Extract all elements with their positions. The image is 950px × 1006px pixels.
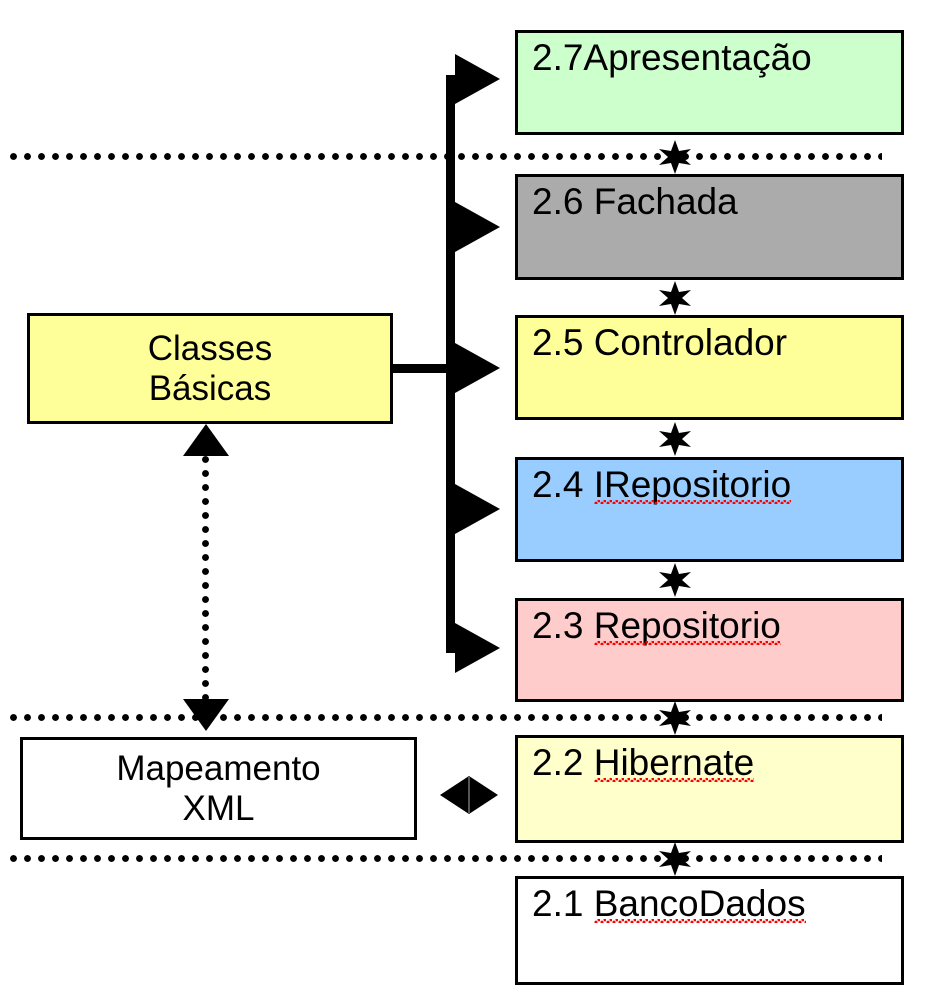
star-joint-irepositorio-repositorio [658, 563, 692, 597]
node-classes-basicas[interactable]: Classes Básicas [27, 313, 393, 424]
arrowhead-repositorio [455, 623, 500, 673]
node-irepositorio-word: IRepositorio [593, 464, 792, 505]
node-repositorio-prefix: 2.3 [532, 605, 594, 646]
node-hibernate[interactable]: 2.2 Hibernate [515, 735, 904, 843]
node-fachada-label: 2.6 Fachada [532, 181, 738, 222]
node-bancodados[interactable]: 2.1 BancoDados [515, 876, 904, 985]
node-apresentacao-label: 2.7Apresentação [532, 37, 812, 78]
arrowhead-controlador [455, 343, 500, 393]
node-classes-basicas-label: Classes Básicas [147, 329, 273, 408]
star-joint-repositorio-hibernate [658, 701, 692, 735]
node-controlador[interactable]: 2.5 Controlador [515, 315, 904, 420]
node-irepositorio-label: 2.4 IRepositorio [532, 464, 792, 505]
node-mapeamento-xml[interactable]: Mapeamento XML [20, 737, 417, 840]
node-hibernate-label: 2.2 Hibernate [532, 742, 755, 783]
node-irepositorio[interactable]: 2.4 IRepositorio [515, 457, 904, 562]
arrowhead-up-classes-basicas [183, 424, 229, 456]
arrowhead-apresentacao [455, 54, 500, 104]
node-hibernate-word: Hibernate [593, 742, 755, 783]
composition-diamond-icon [440, 776, 498, 814]
star-joint-hibernate-bancodados [658, 842, 692, 876]
node-apresentacao[interactable]: 2.7Apresentação [515, 30, 904, 135]
node-bancodados-word: BancoDados [593, 883, 806, 924]
node-hibernate-prefix: 2.2 [532, 742, 594, 783]
node-controlador-label: 2.5 Controlador [532, 322, 788, 363]
arrowhead-down-mapeamento-xml [183, 699, 229, 731]
node-repositorio-word: Repositorio [593, 605, 782, 646]
dotted-link-line [202, 456, 209, 704]
node-repositorio-label: 2.3 Repositorio [532, 605, 782, 646]
node-irepositorio-prefix: 2.4 [532, 464, 594, 505]
node-mapeamento-xml-label: Mapeamento XML [116, 749, 321, 828]
node-repositorio[interactable]: 2.3 Repositorio [515, 598, 904, 702]
separator-line-database [10, 855, 882, 862]
node-bancodados-prefix: 2.1 [532, 883, 594, 924]
node-fachada[interactable]: 2.6 Fachada [515, 174, 904, 280]
arrowhead-irepositorio [455, 484, 500, 534]
star-joint-apresentacao-fachada [658, 140, 692, 174]
separator-line-persistence [10, 714, 882, 721]
bracket-feed-line [393, 364, 455, 373]
arrowhead-fachada [455, 202, 500, 252]
node-bancodados-label: 2.1 BancoDados [532, 883, 806, 924]
star-joint-fachada-controlador [658, 281, 692, 315]
star-joint-controlador-irepositorio [658, 422, 692, 456]
